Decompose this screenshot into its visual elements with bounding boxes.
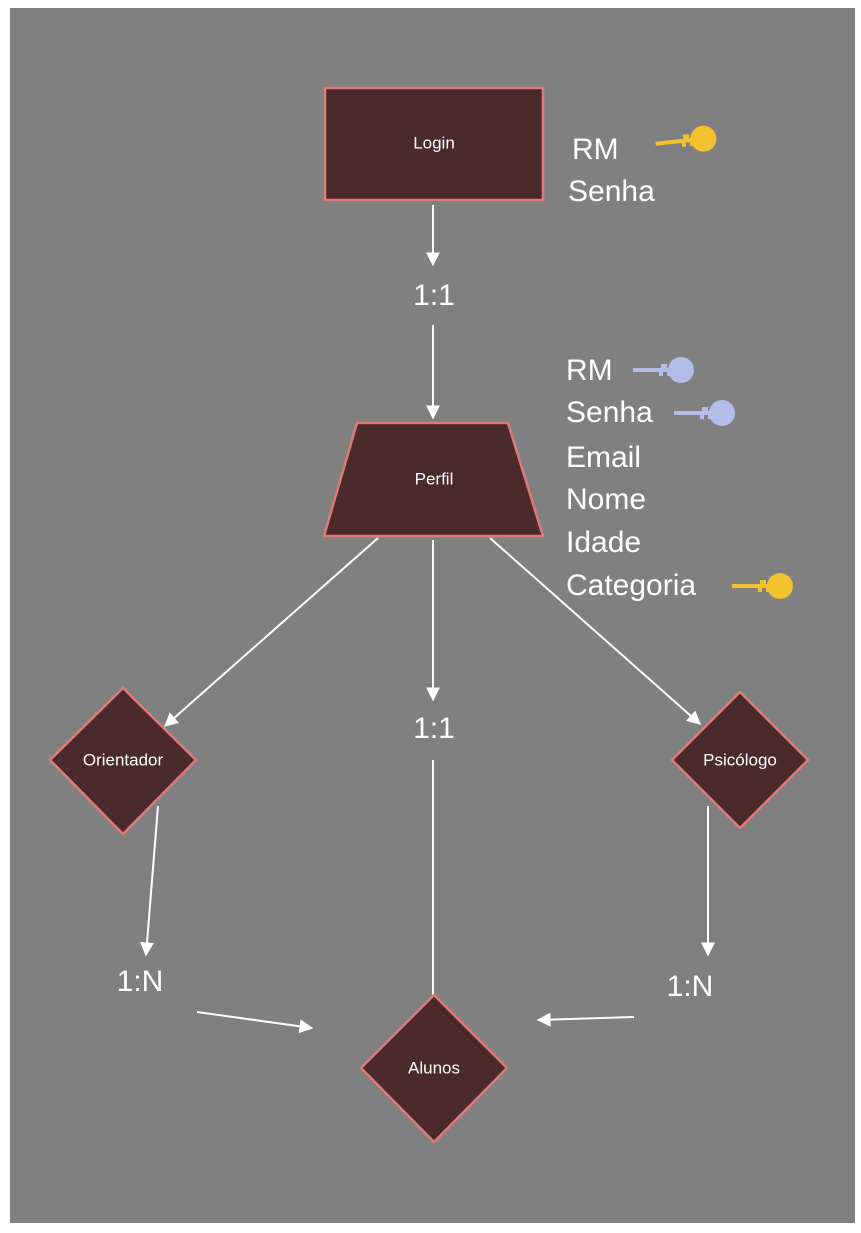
login-entity-label: Login [413,133,455,152]
orientador-entity-label: Orientador [83,750,164,769]
attribute-label: Categoria [566,569,696,602]
cardinality-orientador-alunos: 1:N [117,965,164,998]
attribute-label: RM [572,133,619,166]
cardinality-login-perfil: 1:1 [413,279,455,312]
login-attribute-list: RM Senha [568,124,718,208]
attribute-label: RM [566,354,613,387]
perfil-entity-label: Perfil [415,469,454,488]
arrow-perfil-to-orientador [163,537,379,727]
psicologo-entity-label: Psicólogo [703,750,777,769]
cardinality-perfil-alunos: 1:1 [413,712,455,745]
orientador-entity[interactable]: Orientador [48,686,198,836]
attribute-label: Senha [568,175,655,208]
attribute-label: Idade [566,526,641,559]
arrow-psicologo-cardinality-to-alunos [536,1012,635,1027]
perfil-attribute-list: RM Senha Email Nome Idade Categoria [566,354,793,602]
arrow-orientador-to-cardinality [140,805,159,957]
attribute-label: Email [566,441,641,474]
arrow-perfil-to-psicologo [489,537,702,725]
psicologo-entity[interactable]: Psicólogo [670,690,810,830]
alunos-entity-label: Alunos [408,1058,460,1077]
attribute-label: Nome [566,483,646,516]
perfil-entity[interactable]: Perfil [322,421,545,538]
arrow-orientador-cardinality-to-alunos [196,1011,314,1034]
attribute-label: Senha [566,396,653,429]
alunos-entity[interactable]: Alunos [359,993,509,1144]
cardinality-psicologo-alunos: 1:N [667,970,714,1003]
login-entity[interactable]: Login [323,86,545,202]
